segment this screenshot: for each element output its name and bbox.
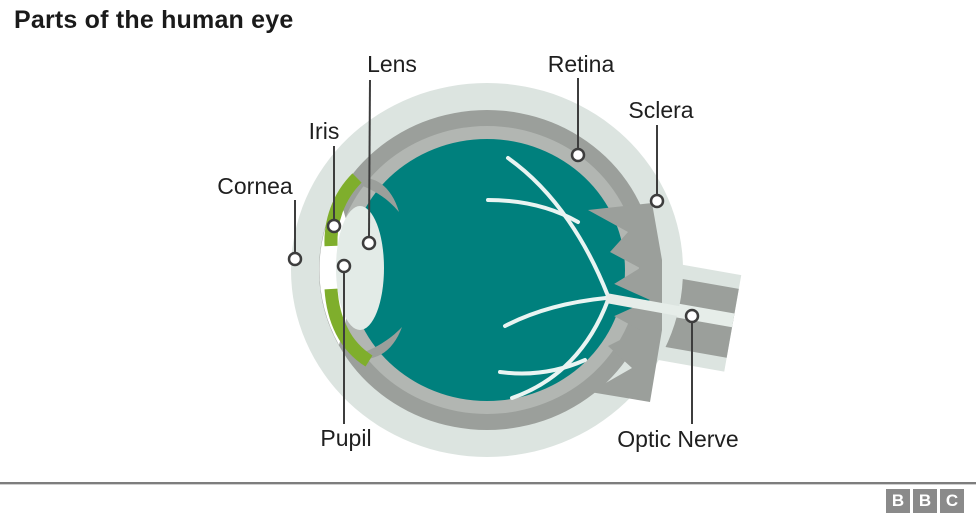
lens-label: Lens [367, 51, 417, 77]
iris-marker-dot [326, 218, 342, 234]
retinal-vessels [486, 156, 610, 400]
lens-marker-dot [361, 235, 377, 251]
retina-label: Retina [548, 51, 615, 77]
pupil-label: Pupil [320, 425, 371, 451]
bbc-logo-letter-box: B [886, 489, 910, 513]
optic-nerve-label: Optic Nerve [617, 426, 738, 452]
iris-upper-segment [324, 173, 362, 247]
vessel-branch [503, 296, 608, 328]
cornea-marker-dot [287, 251, 303, 267]
vessel-branch [486, 198, 580, 224]
optic-nerve-marker-dot [684, 308, 700, 324]
leader-lines [294, 78, 693, 424]
bbc-logo-letter-box: C [940, 489, 964, 513]
vessel-branch [506, 156, 610, 298]
optic-nerve-fiber-trunk [605, 293, 729, 325]
footer-divider [0, 482, 976, 485]
sclera-marker-dot [649, 193, 665, 209]
iris-label: Iris [309, 118, 340, 144]
marker-dots [287, 147, 700, 324]
lens-leader-line [368, 79, 371, 237]
vessel-branch [498, 358, 587, 376]
iris-shape [324, 173, 373, 367]
sclera-label: Sclera [628, 97, 693, 123]
vessel-branch [510, 298, 610, 400]
pupil-marker-dot [336, 258, 352, 274]
retina-marker-dot [570, 147, 586, 163]
cornea-label: Cornea [217, 173, 293, 199]
bbc-logo: B B C [886, 489, 964, 513]
iris-lower-segment [324, 288, 373, 367]
page-title: Parts of the human eye [14, 6, 294, 34]
bbc-logo-letter-box: B [913, 489, 937, 513]
